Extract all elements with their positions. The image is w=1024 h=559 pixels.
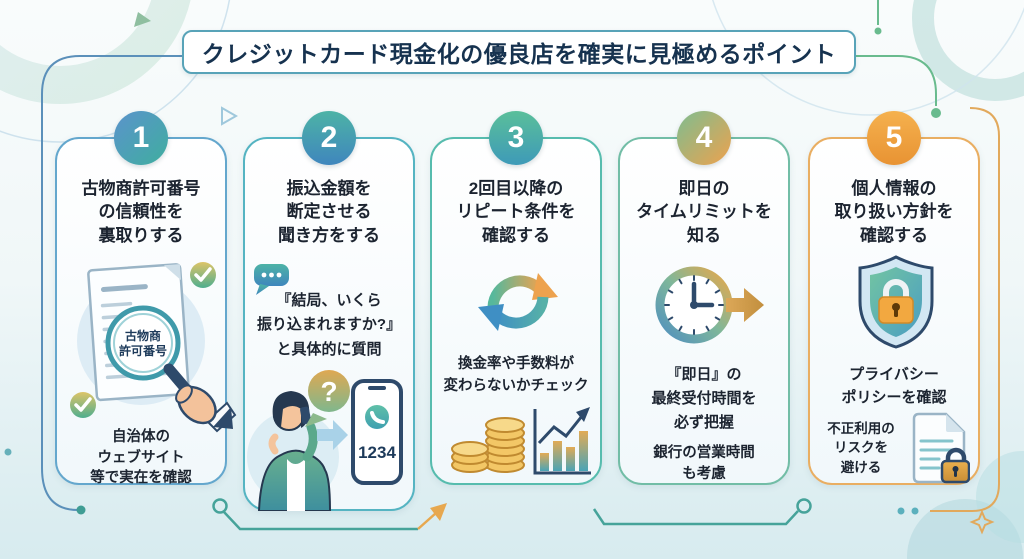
phone-call-illustration: ? 1234 (247, 370, 403, 511)
card-1-heading: 古物商許可番号 の信頼性を 裏取りする (81, 179, 201, 245)
check-icon (70, 392, 96, 418)
card-4-note: 銀行の営業時間 も考慮 (653, 445, 755, 483)
card-5-bottom-row: 不正利用の リスクを 避ける (818, 411, 970, 485)
connector-right (856, 55, 937, 106)
lens-label-line2: 許可番号 (119, 343, 167, 358)
card-5-heading: 個人情報の 取り扱い方針を 確認する (834, 179, 954, 245)
hand-icon (175, 384, 237, 433)
card-point-2: 2 振込金額を 断定させる 聞き方をする 『結局、いくら 振り込まれますか?』 … (243, 111, 415, 511)
coins-and-chart-illustration (451, 407, 591, 475)
card-4-caption: 『即日』の 最終受付時間を 必ず把握 (651, 366, 757, 431)
arrow-right-icon (317, 420, 348, 450)
arrow-right-icon (726, 288, 764, 322)
page-title: クレジットカード現金化の優良店を確実に見極めるポイント (182, 30, 856, 74)
card-2-quote: 『結局、いくら 振り込まれますか?』 と具体的に質問 (256, 292, 402, 358)
card-2-heading: 振込金額を 断定させる 聞き方をする (278, 179, 380, 245)
triangle-decor (134, 12, 151, 27)
card-3-caption: 換金率や手数料が 変わらないかチェック (443, 356, 589, 395)
lens-label-line1: 古物商 (125, 328, 161, 343)
magnifier-icon: 古物商 許可番号 (105, 305, 197, 401)
connector-left (41, 55, 182, 511)
ring-decor-top-left (0, 0, 191, 104)
card-point-3: 3 2回目以降の リピート条件を 確認する 換金率や手数料が 変わらないかチェッ… (430, 111, 602, 485)
question-bubble-icon: ? (305, 370, 350, 427)
connector-node (796, 498, 812, 514)
ring-decor-top-right (912, 0, 1024, 101)
smartphone-icon: 1234 (351, 379, 403, 485)
card-point-4: 4 即日の タイムリミットを 知る (618, 111, 790, 485)
card-4-heading: 即日の タイムリミットを 知る (636, 179, 772, 245)
card-5-caption: プライバシー ポリシーを確認 (841, 366, 947, 407)
step-3-badge: 3 (489, 111, 543, 165)
caller-person-icon (257, 391, 332, 511)
triangle-outline-decor (221, 106, 239, 126)
coins-icon (451, 417, 525, 473)
phone-call-icon (365, 405, 389, 429)
check-icon (190, 262, 216, 288)
step-2-badge: 2 (302, 111, 356, 165)
bar-chart-icon (533, 407, 591, 475)
phone-number-text: 1234 (358, 443, 396, 462)
repeat-arrows-icon (478, 273, 558, 331)
connector-mid-left (223, 511, 418, 531)
card-3-heading: 2回目以降の リピート条件を 確認する (456, 179, 576, 245)
clock-forward-icon (655, 266, 764, 344)
step-5-badge: 5 (867, 111, 921, 165)
card-point-1: 1 古物商許可番号 の信頼性を 裏取りする 古物商 (55, 111, 237, 486)
document-magnifier-illustration: 古物商 許可番号 (70, 262, 237, 433)
step-4-badge: 4 (677, 111, 731, 165)
card-1-caption: 自治体の ウェブサイト 等で実在を確認 (90, 429, 192, 487)
speech-bubble-icon (254, 264, 289, 295)
question-mark-text: ? (320, 376, 337, 407)
connector-node (212, 498, 228, 514)
step-1-badge: 1 (114, 111, 168, 165)
card-point-5: 5 個人情報の 取り扱い方針を 確認する プライバシー ポリシーを確認 不正利用… (808, 111, 980, 485)
connector-mid-right (592, 508, 799, 526)
page-title-text: クレジットカード現金化の優良店を確実に見極めるポイント (201, 41, 837, 67)
shield-lock-icon (858, 255, 934, 349)
card-5-note: 不正利用の リスクを 避ける (827, 420, 895, 475)
sparkle-decor (969, 509, 995, 535)
document-lock-icon (912, 412, 970, 484)
arrow-head-decor (430, 503, 447, 521)
